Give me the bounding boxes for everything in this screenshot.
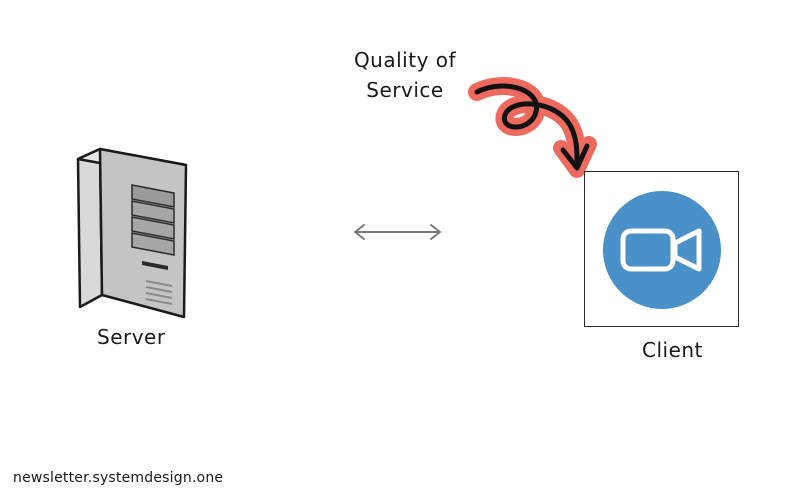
- curly-arrow-icon: [468, 77, 597, 178]
- client-label: Client: [642, 338, 703, 362]
- client-node: [584, 171, 739, 327]
- server-tower-icon: [76, 147, 188, 319]
- qos-label-line-2: Service: [366, 78, 444, 102]
- qos-label: Quality of Service: [330, 45, 480, 105]
- server-label: Server: [97, 325, 166, 349]
- footer-credit: newsletter.systemdesign.one: [13, 470, 224, 486]
- qos-label-line-1: Quality of: [353, 48, 457, 72]
- double-arrow-icon: [354, 224, 441, 240]
- video-camera-icon: [603, 191, 721, 309]
